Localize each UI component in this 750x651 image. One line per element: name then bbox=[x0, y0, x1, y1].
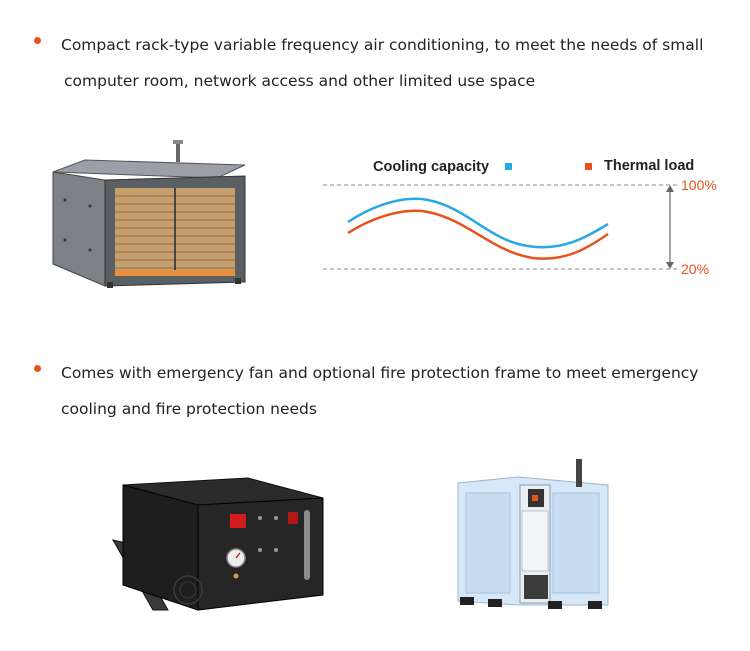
bullet-1-line-2: computer room, network access and other … bbox=[64, 72, 536, 90]
range-arrow-top-icon bbox=[666, 185, 674, 192]
bullet-2-line-2: cooling and fire protection needs bbox=[61, 400, 317, 418]
bullet-2-line-1: Comes with emergency fan and optional fi… bbox=[61, 364, 699, 382]
cooling-curve bbox=[347, 197, 609, 249]
legend-thermal-swatch bbox=[585, 163, 592, 170]
bullet-item-1: Compact rack-type variable frequency air… bbox=[34, 27, 703, 99]
label-low: 20% bbox=[681, 261, 709, 277]
legend-cooling-swatch bbox=[505, 163, 512, 170]
thermal-curve bbox=[347, 209, 609, 260]
bullet-dot-icon bbox=[34, 37, 41, 44]
cooling-thermal-chart: Cooling capacity Thermal load 100% 20% bbox=[318, 150, 728, 285]
bullet-text-1: Compact rack-type variable frequency air… bbox=[61, 27, 703, 99]
legend-thermal-label: Thermal load bbox=[604, 158, 694, 174]
bullet-text-2: Comes with emergency fan and optional fi… bbox=[61, 355, 698, 427]
bullet-item-2: Comes with emergency fan and optional fi… bbox=[34, 355, 698, 427]
range-arrow-bottom-icon bbox=[666, 262, 674, 269]
legend-cooling-label: Cooling capacity bbox=[373, 159, 489, 175]
emergency-fan-unit-image bbox=[108, 470, 333, 615]
bullet-dot-icon bbox=[34, 365, 41, 372]
bullet-1-line-1: Compact rack-type variable frequency air… bbox=[61, 36, 704, 54]
fire-protection-frame-image bbox=[448, 455, 618, 615]
rack-ac-unit-image bbox=[45, 140, 250, 290]
label-high: 100% bbox=[681, 177, 717, 193]
